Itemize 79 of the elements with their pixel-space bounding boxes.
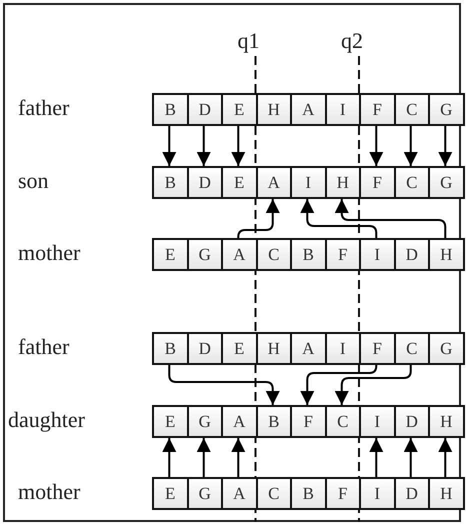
- gene-cell: I: [324, 93, 361, 126]
- gene-cell: E: [221, 93, 258, 126]
- arrow: [404, 126, 418, 166]
- gene-cell: I: [290, 166, 326, 199]
- arrow: [334, 199, 446, 238]
- gene-cell: D: [394, 477, 430, 510]
- gene-cell: D: [186, 93, 223, 126]
- gene-cell: H: [428, 477, 464, 510]
- gene-cell: H: [256, 332, 292, 365]
- gene-cell: A: [290, 93, 326, 126]
- gene-cell: D: [186, 166, 223, 199]
- arrow: [196, 126, 211, 166]
- gene-cell: E: [152, 238, 188, 271]
- gene-cell: A: [256, 166, 292, 199]
- gene-cell: A: [290, 332, 326, 365]
- row-label: father: [18, 95, 70, 121]
- gene-cell: D: [186, 332, 223, 365]
- arrow: [404, 438, 418, 477]
- gene-cell: B: [152, 166, 188, 199]
- gene-cell: G: [186, 238, 223, 271]
- arrow: [162, 438, 176, 477]
- gene-cell: H: [428, 238, 464, 271]
- arrow: [162, 126, 176, 166]
- row-label: father: [18, 334, 70, 360]
- gene-cell: C: [256, 477, 292, 510]
- arrow: [300, 364, 378, 405]
- gene-cell: F: [359, 166, 396, 199]
- gene-cell: H: [256, 93, 292, 126]
- gene-cell: C: [394, 93, 430, 126]
- gene-cell: B: [152, 93, 188, 126]
- arrow: [231, 126, 246, 166]
- cut-point-label: q1: [238, 28, 260, 54]
- arrow: [300, 199, 378, 238]
- gene-cell: B: [290, 238, 326, 271]
- gene-cell: E: [221, 332, 258, 365]
- arrow: [237, 199, 280, 238]
- row-label: mother: [18, 479, 80, 505]
- gene-cell: E: [221, 166, 258, 199]
- gene-cell: C: [256, 238, 292, 271]
- gene-cell: F: [359, 332, 396, 365]
- gene-cell: C: [324, 405, 361, 438]
- arrow: [369, 438, 384, 477]
- gene-cell: I: [324, 332, 361, 365]
- gene-cell: G: [186, 477, 223, 510]
- arrow: [438, 126, 452, 166]
- gene-cell: D: [394, 405, 430, 438]
- gene-cell: C: [394, 166, 430, 199]
- arrow: [231, 438, 246, 477]
- gene-cell: F: [290, 405, 326, 438]
- gene-cell: E: [152, 405, 188, 438]
- gene-cell: E: [152, 477, 188, 510]
- gene-cell: H: [428, 405, 464, 438]
- arrow: [369, 126, 384, 166]
- gene-cell: A: [221, 405, 258, 438]
- gene-cell: I: [359, 477, 396, 510]
- gene-cell: A: [221, 477, 258, 510]
- gene-cell: D: [394, 238, 430, 271]
- row-label: mother: [18, 240, 80, 266]
- gene-cell: H: [324, 166, 361, 199]
- gene-cell: F: [324, 477, 361, 510]
- gene-cell: F: [359, 93, 396, 126]
- gene-cell: G: [428, 93, 464, 126]
- gene-cell: I: [359, 405, 396, 438]
- gene-cell: F: [324, 238, 361, 271]
- arrow: [438, 438, 452, 477]
- row-label: daughter: [8, 407, 85, 433]
- gene-cell: I: [359, 238, 396, 271]
- gene-cell: G: [428, 332, 464, 365]
- gene-cell: G: [428, 166, 464, 199]
- gene-cell: G: [186, 405, 223, 438]
- gene-cell: B: [152, 332, 188, 365]
- gene-cell: A: [221, 238, 258, 271]
- cut-point-label: q2: [341, 28, 363, 54]
- arrow: [196, 438, 211, 477]
- gene-cell: B: [290, 477, 326, 510]
- gene-cell: B: [256, 405, 292, 438]
- arrow: [168, 365, 280, 405]
- gene-cell: C: [394, 332, 430, 365]
- row-label: son: [18, 168, 49, 194]
